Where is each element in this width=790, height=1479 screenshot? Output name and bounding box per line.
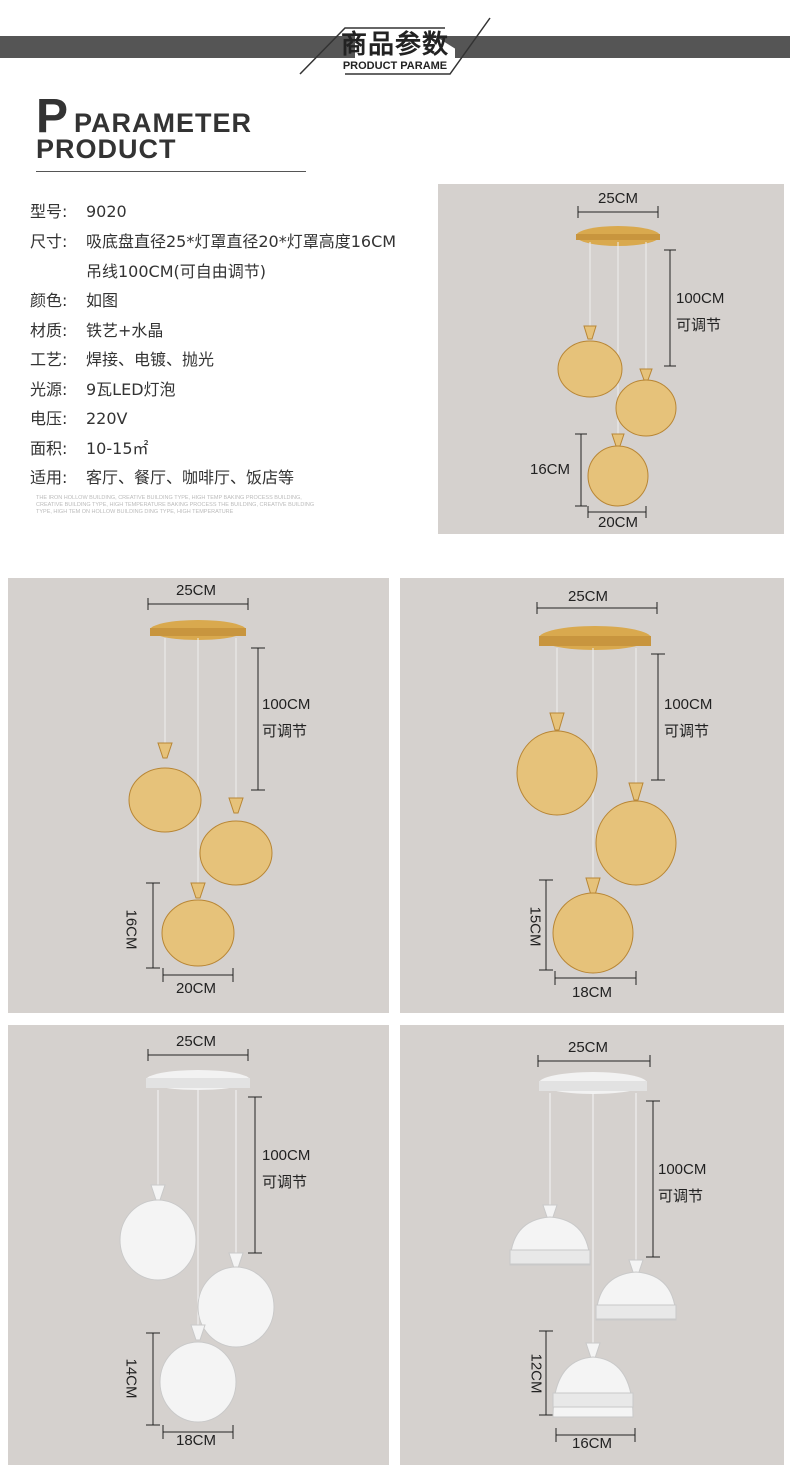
lamp-illustration (119, 1049, 275, 1439)
spec-row-light: 光源: 9瓦LED灯泡 (30, 376, 440, 400)
spec-value: 10-15㎡ (86, 439, 149, 458)
product-image-white-band: 25CM 100CM 可调节 12CM 16CM (400, 1025, 784, 1465)
lamp-illustration (128, 598, 273, 982)
dim-cable: 100CM (664, 696, 713, 713)
fine-print: THE IRON HOLLOW BUILDING, CREATIVE BUILD… (36, 495, 315, 515)
dim-adjust: 可调节 (676, 317, 722, 334)
spec-row-size: 尺寸: 吸底盘直径25*灯罩直径20*灯罩高度16CM (30, 228, 440, 252)
dim-adjust: 可调节 (658, 1188, 704, 1205)
spec-row-process: 工艺: 焊接、电镀、抛光 (30, 346, 440, 370)
spec-value: 9020 (86, 202, 127, 221)
lamp-illustration (516, 602, 677, 985)
spec-label: 电压: (30, 409, 68, 428)
dim-width: 25CM (176, 582, 217, 599)
lamp-illustration (509, 1055, 677, 1442)
dim-width: 25CM (176, 1033, 217, 1050)
spec-label: 光源: (30, 380, 68, 399)
spec-label: 尺寸: (30, 232, 68, 251)
dim-adjust: 可调节 (664, 723, 710, 740)
dim-cable: 100CM (262, 696, 311, 713)
product-image-white-crystal: 25CM 100CM 可调节 14CM 18CM (8, 1025, 389, 1465)
product-image-gold-crystal: 25CM 100CM 可调节 16CM 20CM (8, 578, 389, 1013)
spec-row-size-cont: 吊线100CM(可自由调节) (30, 258, 440, 282)
spec-label: 适用: (30, 468, 68, 487)
dim-shade-height: 16CM (122, 909, 140, 950)
dim-shade-diameter: 18CM (572, 984, 613, 1001)
spec-label: 材质: (30, 321, 68, 340)
spec-value: 铁艺+水晶 (86, 321, 164, 340)
banner-title: 商品参数 (340, 30, 449, 60)
spec-row-usage: 适用: 客厅、餐厅、咖啡厅、饭店等 (30, 464, 440, 488)
product-image-top: 25CM 100CM 可调节 16CM 20CM (438, 184, 784, 534)
spec-value: 焊接、电镀、抛光 (86, 350, 215, 369)
banner-graphic (0, 17, 790, 75)
dim-shade-diameter: 20CM (176, 980, 217, 997)
spec-value: 9瓦LED灯泡 (86, 380, 176, 399)
dim-shade-diameter: 18CM (176, 1432, 217, 1449)
spec-row-area: 面积: 10-15㎡ (30, 435, 440, 459)
dim-width: 25CM (568, 1039, 609, 1056)
dim-cable: 100CM (676, 290, 725, 307)
heading-parameter: PARAMETER (74, 108, 253, 138)
spec-value: 客厅、餐厅、咖啡厅、饭店等 (86, 468, 295, 487)
spec-label: 工艺: (30, 350, 68, 369)
banner-subtitle: PRODUCT PARAME (342, 60, 448, 72)
spec-label: 面积: (30, 439, 68, 458)
dim-shade-height: 15CM (526, 906, 544, 947)
spec-value: 220V (86, 409, 128, 428)
dim-cable: 100CM (658, 1161, 707, 1178)
spec-label: 颜色: (30, 291, 68, 310)
dim-width: 25CM (598, 190, 639, 207)
dim-width: 25CM (568, 588, 609, 605)
dim-cable: 100CM (262, 1147, 311, 1164)
heading-divider (36, 171, 306, 172)
spec-value: 吸底盘直径25*灯罩直径20*灯罩高度16CM (86, 232, 397, 251)
dim-shade-height: 16CM (530, 461, 571, 478)
spec-row-color: 颜色: 如图 (30, 287, 440, 311)
spec-row-material: 材质: 铁艺+水晶 (30, 317, 440, 341)
spec-row-model: 型号: 9020 (30, 198, 440, 222)
dim-shade-height: 12CM (527, 1353, 545, 1394)
heading-product: PRODUCT (36, 134, 177, 164)
lamp-illustration (557, 206, 677, 518)
spec-label: 型号: (30, 202, 68, 221)
spec-row-voltage: 电压: 220V (30, 405, 440, 429)
heading-initial: P (36, 90, 69, 143)
spec-value: 吊线100CM(可自由调节) (86, 262, 267, 281)
section-banner: 商品参数 PRODUCT PARAME (0, 0, 790, 80)
dim-adjust: 可调节 (262, 1174, 308, 1191)
dim-shade-diameter: 16CM (572, 1435, 613, 1452)
product-image-gold-ring: 25CM 100CM 可调节 15CM 18CM (400, 578, 784, 1013)
dim-adjust: 可调节 (262, 723, 308, 740)
spec-value: 如图 (86, 291, 119, 310)
dim-shade-height: 14CM (122, 1358, 140, 1399)
dim-shade-diameter: 20CM (598, 514, 639, 531)
